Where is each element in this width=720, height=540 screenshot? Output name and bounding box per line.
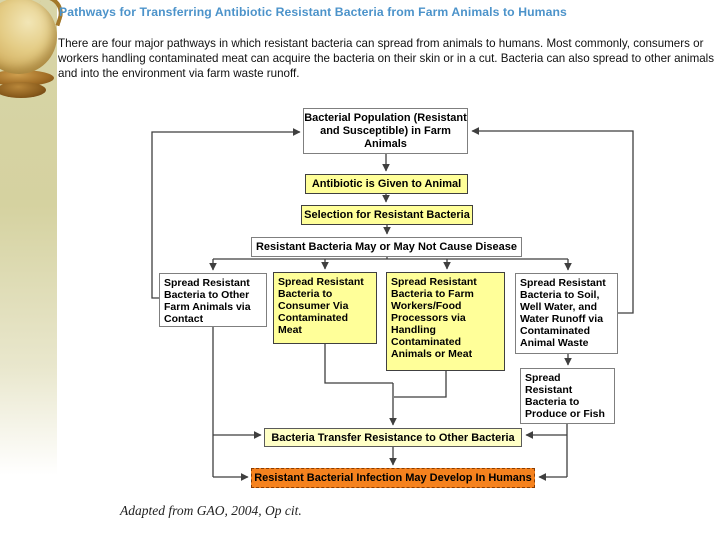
globe-image xyxy=(0,0,68,104)
node-bacteria-transfer-resistance: Bacteria Transfer Resistance to Other Ba… xyxy=(264,428,522,447)
node-antibiotic-given: Antibiotic is Given to Animal xyxy=(305,174,468,194)
node-may-cause-disease: Resistant Bacteria May or May Not Cause … xyxy=(251,237,522,257)
node-spread-soil-water: Spread Resistant Bacteria to Soil, Well … xyxy=(515,273,618,354)
citation: Adapted from GAO, 2004, Op cit. xyxy=(120,503,302,518)
node-spread-farm-animals: Spread Resistant Bacteria to Other Farm … xyxy=(159,273,267,327)
slide-title: Pathways for Transferring Antibiotic Res… xyxy=(59,5,567,19)
globe-base-lower xyxy=(0,82,46,98)
intro-paragraph: There are four major pathways in which r… xyxy=(58,37,715,80)
node-spread-produce-fish: Spread Resistant Bacteria to Produce or … xyxy=(520,368,615,424)
node-selection-resistant: Selection for Resistant Bacteria xyxy=(301,205,473,225)
node-spread-farm-workers: Spread Resistant Bacteria to Farm Worker… xyxy=(386,272,505,371)
node-bacterial-population: Bacterial Population (Resistant and Susc… xyxy=(303,108,468,154)
node-resistant-infection-humans: Resistant Bacterial Infection May Develo… xyxy=(251,468,535,488)
node-spread-consumer: Spread Resistant Bacteria to Consumer Vi… xyxy=(273,272,377,344)
